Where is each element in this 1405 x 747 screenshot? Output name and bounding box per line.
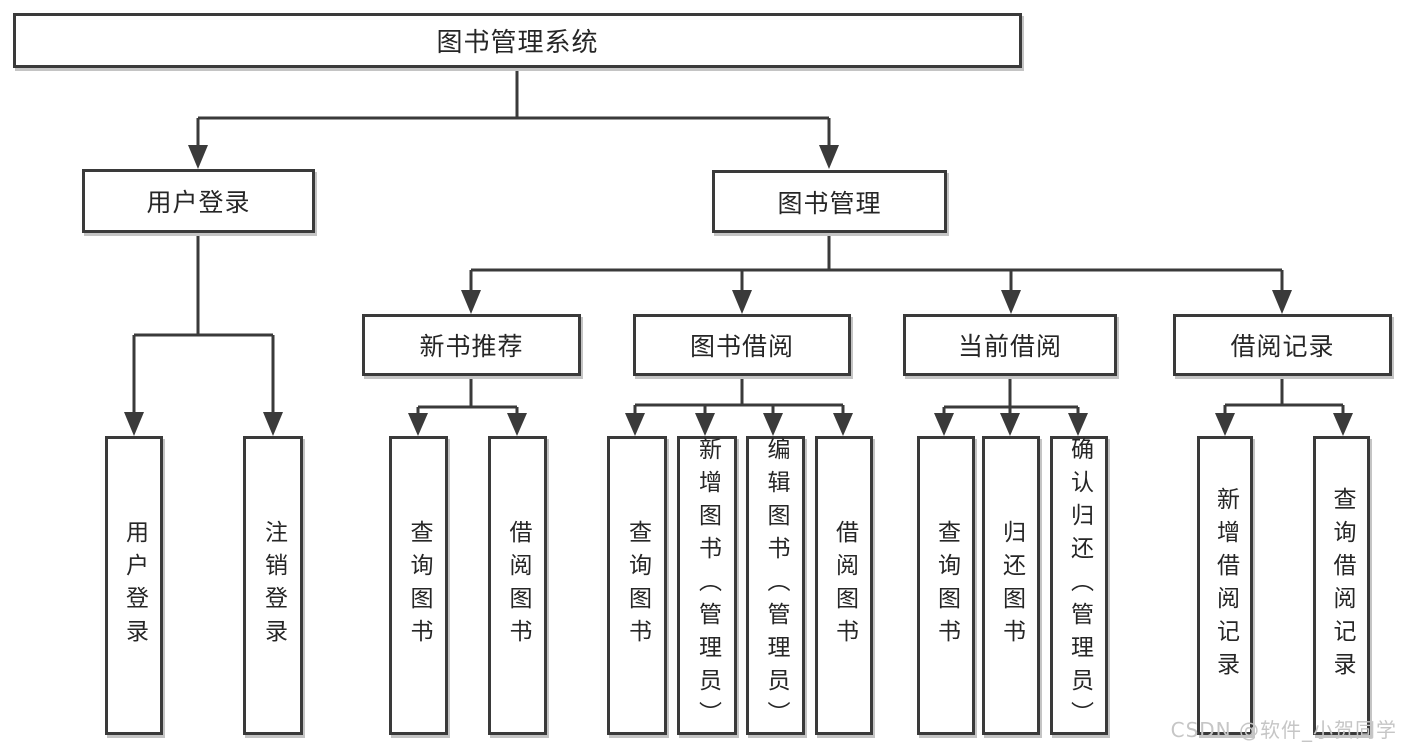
node-label: 查询图书 [933,519,960,652]
node-label: 查询图书 [624,519,651,652]
arrowhead-down-icon [1068,413,1088,436]
arrowhead-down-icon [188,145,208,169]
arrowhead-down-icon [1001,290,1021,314]
arrowhead-down-icon [833,413,853,436]
node-user-login: 用户登录 [82,169,315,233]
node-label: 新书推荐 [419,332,524,361]
arrowhead-down-icon [763,413,783,436]
connector-new-rec-children [408,376,527,436]
node-label: 编辑图书（管理员） [763,437,789,734]
arrowhead-down-icon [507,413,527,436]
arrowhead-down-icon [819,145,839,169]
leaf-query-borrow-record: 查询借阅记录 [1313,436,1370,735]
connector-user-login-children [124,233,283,436]
node-library-system: 图书管理系统 [13,13,1022,68]
leaf-borrow-books-recommend: 借阅图书 [488,436,547,735]
node-label: 当前借阅 [957,332,1062,361]
node-label: 用户登录 [121,519,148,652]
node-book-management: 图书管理 [712,170,947,233]
arrowhead-down-icon [408,413,428,436]
leaf-query-books-borrowing: 查询图书 [607,436,667,735]
arrowhead-down-icon [1000,413,1020,436]
leaf-return-books: 归还图书 [982,436,1040,735]
leaf-user-login: 用户登录 [105,436,163,735]
node-new-book-recommend: 新书推荐 [362,314,581,376]
arrowhead-down-icon [461,290,481,314]
arrowhead-down-icon [732,290,752,314]
node-label: 查询图书 [406,519,432,652]
arrowhead-down-icon [934,413,954,436]
connector-book-mgmt-children [461,233,1292,314]
connector-records-children [1215,376,1353,436]
node-label: 确认归还（管理员） [1066,437,1093,734]
leaf-query-books-current: 查询图书 [917,436,975,735]
arrowhead-down-icon [263,412,283,436]
arrowhead-down-icon [695,413,715,436]
leaf-add-borrow-record: 新增借阅记录 [1197,436,1253,735]
csdn-watermark: CSDN @软件_小贺同学 [1170,718,1397,742]
node-label: 用户登录 [146,188,251,217]
node-current-borrowing: 当前借阅 [903,314,1117,376]
node-label: 新增图书（管理员） [694,437,721,734]
leaf-confirm-return-admin: 确认归还（管理员） [1050,436,1108,735]
node-label: 借阅图书 [505,519,531,652]
node-label: 借阅记录 [1230,332,1335,361]
arrowhead-down-icon [124,412,144,436]
leaf-logout-login: 注销登录 [243,436,303,735]
node-label: 借阅图书 [831,519,858,652]
leaf-borrow-books-borrowing: 借阅图书 [815,436,873,735]
node-label: 查询借阅记录 [1329,486,1355,685]
node-label: 新增借阅记录 [1212,486,1239,685]
node-label: 图书管理 [777,188,882,218]
leaf-query-books-recommend: 查询图书 [389,436,448,735]
leaf-edit-books-admin: 编辑图书（管理员） [746,436,805,735]
arrowhead-down-icon [625,413,645,436]
node-label: 归还图书 [998,519,1025,652]
arrowhead-down-icon [1215,413,1235,436]
connector-borrowing-children [625,376,853,436]
arrowhead-down-icon [1272,290,1292,314]
arrowhead-down-icon [1333,413,1353,436]
node-book-borrowing: 图书借阅 [633,314,851,376]
connector-current-children [934,376,1088,436]
node-borrowing-records: 借阅记录 [1173,314,1392,376]
node-label: 注销登录 [260,519,287,652]
leaf-add-books-admin: 新增图书（管理员） [677,436,737,735]
node-label: 图书管理系统 [436,28,599,58]
node-label: 图书借阅 [689,332,794,361]
connector-root-to-level2 [188,68,839,169]
